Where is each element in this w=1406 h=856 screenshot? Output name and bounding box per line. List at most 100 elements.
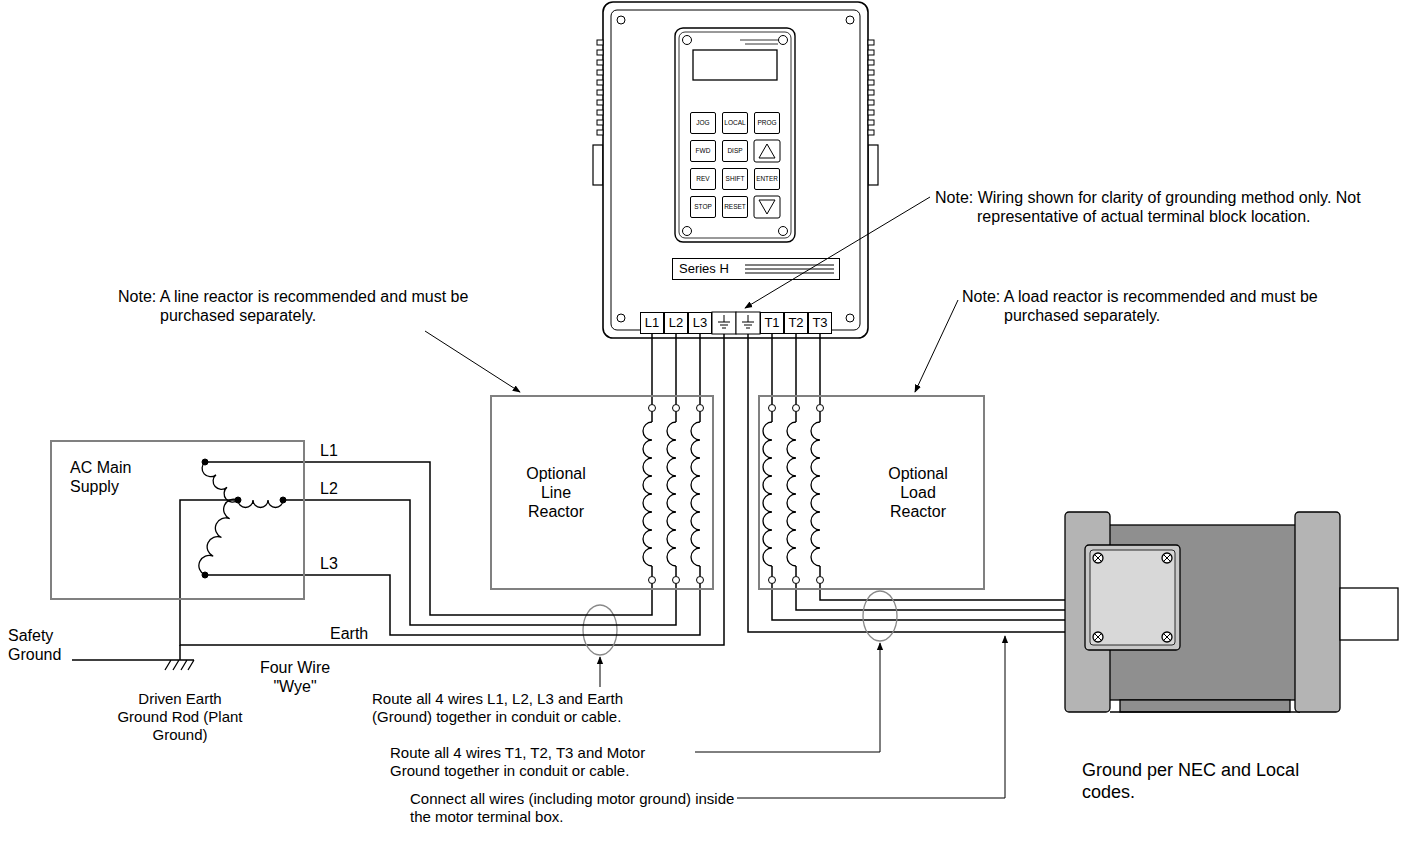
motor-wires [796, 590, 1085, 610]
node-text: L1 [645, 315, 659, 331]
vent-slot [597, 60, 603, 65]
node-text: Series H [679, 261, 729, 277]
coil-winding [691, 422, 700, 566]
motor [1295, 512, 1340, 712]
terminal-box: T3 [808, 312, 832, 334]
coil-winding [643, 422, 652, 566]
note-text: Note: Wiring shown for clarity of ground… [935, 188, 1375, 226]
node-text: T3 [812, 315, 827, 331]
instruction-text: Route all 4 wires L1, L2, L3 and Earth (… [372, 690, 682, 726]
vent-slot [868, 130, 874, 135]
node-text: SHIFT [726, 175, 745, 183]
keypad-button: RESET [722, 196, 748, 218]
coil-winding [787, 422, 796, 566]
reactor-coil [643, 395, 824, 590]
coil-terminal [769, 577, 776, 584]
instruction-text: Route all 4 wires T1, T2, T3 and Motor G… [390, 744, 690, 780]
series-plate-lines [745, 273, 834, 274]
vent-slot [597, 80, 603, 85]
node-text: L2 [669, 315, 683, 331]
node-text: LOCAL [724, 119, 745, 127]
keypad [754, 196, 780, 218]
drive-enclosure [617, 16, 625, 24]
ground-symbol [165, 660, 194, 670]
vent-slot [868, 70, 874, 75]
keypad [745, 44, 778, 45]
instruction-text: Ground per NEC and Local codes. [1082, 760, 1342, 803]
keypad [779, 227, 788, 236]
motor [1120, 700, 1290, 712]
coil-terminal [817, 577, 824, 584]
keypad-button: DISP [722, 140, 748, 162]
keypad [759, 144, 775, 158]
drive-enclosure [868, 145, 878, 185]
node-text: L3 [693, 315, 707, 331]
motor [1110, 711, 1300, 712]
vent-slot [597, 130, 603, 135]
note-text: Note: A line reactor is recommended and … [118, 287, 478, 325]
node-text: REV [696, 175, 709, 183]
wire [819, 334, 821, 395]
node-text: T2 [788, 315, 803, 331]
vent-slot [868, 100, 874, 105]
coil-terminal [697, 577, 704, 584]
supply-box: AC Main Supply [50, 440, 305, 600]
series-plate-lines [745, 265, 834, 273]
vent-slot [597, 110, 603, 115]
keypad [740, 40, 778, 41]
motor [1095, 555, 1170, 640]
note-text: Note: A load reactor is recommended and … [962, 287, 1382, 325]
series-plate-lines [745, 269, 834, 270]
coil-winding [811, 422, 820, 566]
node-text: AC Main Supply [70, 458, 160, 496]
vent-slot [868, 80, 874, 85]
node-text: Optional Line Reactor [514, 464, 598, 522]
coil-lead [699, 395, 701, 590]
vent-slot [597, 100, 603, 105]
supply-type: Four Wire "Wye" [245, 658, 345, 696]
leader-line [425, 331, 520, 392]
coil-terminal [769, 405, 776, 412]
keypad [675, 28, 795, 242]
keypad-button: JOG [690, 112, 716, 134]
wire [651, 334, 653, 395]
conduit-ellipse [863, 591, 897, 641]
leader-line [600, 657, 601, 687]
coil-lead [675, 395, 677, 590]
terminal-box: T2 [784, 312, 808, 334]
coil-winding [202, 462, 238, 502]
vent-slot [597, 70, 603, 75]
keypad [779, 36, 788, 45]
motor [1340, 588, 1398, 640]
leader-line [745, 197, 930, 308]
vent-slot [868, 90, 874, 95]
coil-terminal [673, 405, 680, 412]
keypad-button: PROG [754, 112, 780, 134]
node-text: ENTER [756, 175, 778, 183]
reactor-box: Optional Line Reactor [490, 395, 714, 590]
node-text: DISP [727, 147, 742, 155]
keypad-button: STOP [690, 196, 716, 218]
node-text: FWD [696, 147, 711, 155]
ground-terminal [718, 315, 754, 328]
wire [795, 334, 797, 395]
ground-terminal [712, 312, 760, 334]
vent-slot [868, 60, 874, 65]
node-text: Optional Load Reactor [876, 464, 960, 522]
reactor-box: Optional Load Reactor [758, 395, 985, 590]
leader-line [695, 643, 880, 752]
keypad-button: LOCAL [722, 112, 748, 134]
vent-slot [597, 120, 603, 125]
motor-wires [820, 590, 1085, 600]
terminal-box: T1 [760, 312, 784, 334]
wire-label: L2 [318, 479, 340, 498]
node-text: RESET [724, 203, 746, 211]
series-plate-lines [745, 265, 834, 266]
coil-lead [795, 395, 797, 590]
drive-enclosure [846, 314, 854, 322]
coil-lead [771, 395, 773, 590]
vent-slot [597, 40, 603, 45]
leader-line [737, 636, 1005, 798]
wire [675, 334, 677, 395]
